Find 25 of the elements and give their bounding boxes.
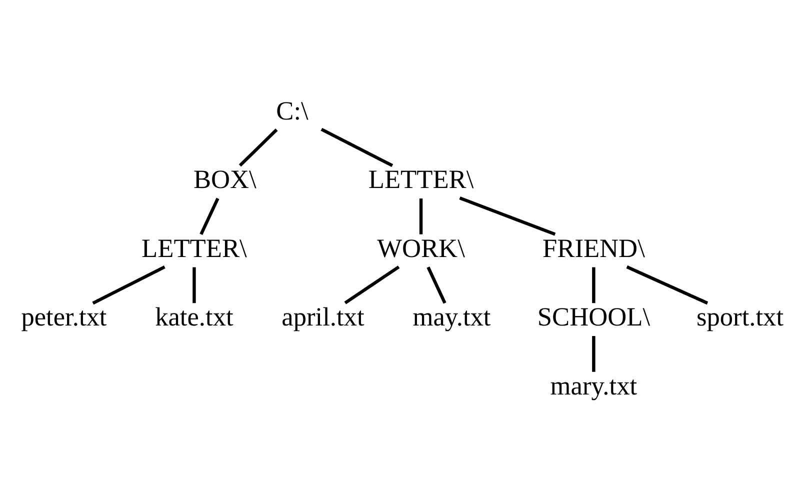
connector: [192, 267, 196, 304]
node-text: LETTER\: [368, 165, 474, 194]
connector: [320, 128, 394, 168]
connector: [426, 266, 446, 304]
connector: [459, 196, 556, 236]
connector: [419, 198, 423, 234]
node-text: LETTER\: [142, 234, 247, 263]
node-text: sport.txt: [696, 302, 784, 332]
node-text: WORK\: [377, 234, 465, 263]
node-text: may.txt: [412, 302, 491, 332]
node-text: FRIEND\: [542, 234, 645, 263]
connector: [200, 198, 220, 235]
connector: [626, 265, 708, 305]
connector: [592, 336, 596, 372]
connector: [92, 265, 166, 305]
node-text: BOX\: [193, 165, 256, 194]
node-text: peter.txt: [21, 302, 107, 332]
connector: [238, 128, 278, 167]
connector: [592, 267, 596, 304]
node-text: mary.txt: [550, 371, 638, 400]
connector: [344, 266, 400, 304]
node-text: april.txt: [282, 302, 364, 332]
node-text: C:\: [276, 96, 308, 126]
node-text: kate.txt: [155, 302, 234, 332]
node-text: SCHOOL\: [537, 302, 650, 332]
